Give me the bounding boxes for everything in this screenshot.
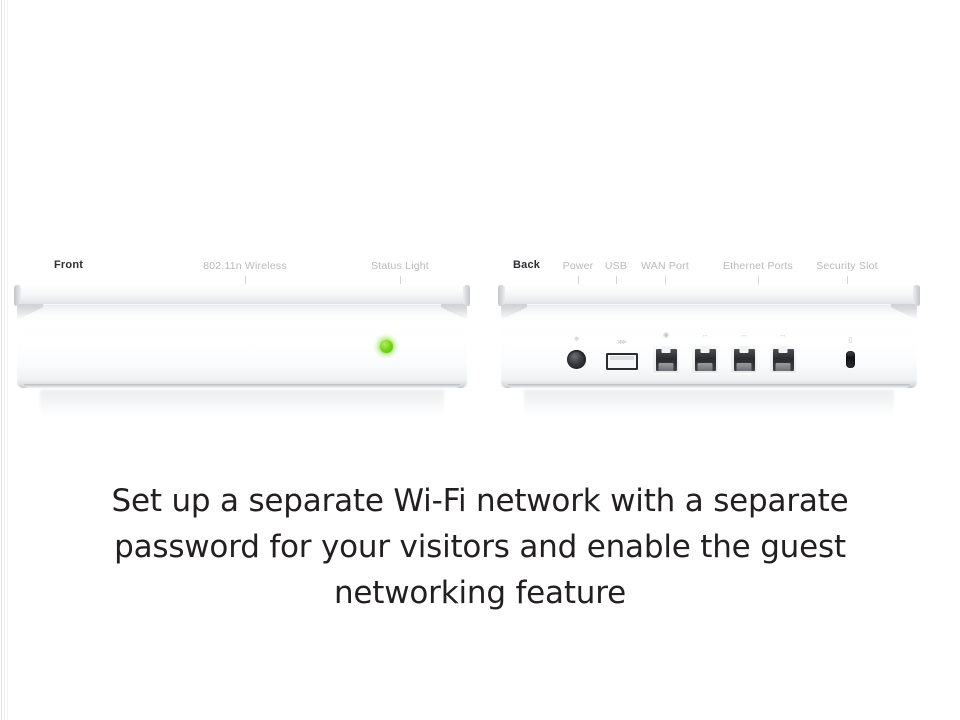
callout-label-power: Power xyxy=(562,260,594,272)
caption-text-block: Set up a separate Wi-Fi network with a s… xyxy=(0,478,960,616)
router-front-bottom-lip xyxy=(24,384,460,388)
rj45-notch xyxy=(661,346,671,353)
rj45-socket-lan1 xyxy=(692,346,718,373)
caption-line-3: networking feature xyxy=(333,575,626,611)
usb-port: ⋙ xyxy=(606,339,638,370)
front-panel-title: Front xyxy=(54,259,84,271)
router-front-top-cap xyxy=(14,284,470,306)
rj45-tab xyxy=(775,363,791,371)
back-panel-title: Back xyxy=(513,259,541,271)
rj45-socket-lan2 xyxy=(731,346,757,373)
rj45-socket-wan xyxy=(653,346,679,373)
rj45-socket-lan3 xyxy=(770,346,796,373)
cap-ear-left xyxy=(14,285,21,306)
face-bevel-left-back xyxy=(501,304,527,320)
callout-label-security-slot: Security Slot xyxy=(816,260,878,272)
router-back-reflection xyxy=(524,390,894,420)
left-edge-rule-2 xyxy=(4,0,5,720)
callout-label-status-light: Status Light xyxy=(371,260,429,272)
callout-label-wan-port: WAN Port xyxy=(641,260,689,272)
usb-socket xyxy=(606,353,638,370)
router-diagram: Front 802.11n Wireless Status Light xyxy=(14,259,920,420)
power-icon: ⎈ xyxy=(573,336,580,343)
cap-ear-right-back xyxy=(913,285,920,306)
left-edge-rule-3 xyxy=(7,0,8,720)
left-edge-rule xyxy=(1,0,2,720)
rj45-notch xyxy=(700,346,710,353)
face-bevel-left xyxy=(17,304,43,320)
power-jack xyxy=(567,350,586,369)
cap-ear-left-back xyxy=(498,285,505,306)
ethernet-port-2: ↔ xyxy=(731,332,757,373)
caption-line-2: password for your visitors and enable th… xyxy=(114,529,846,565)
callout-label-ethernet-ports: Ethernet Ports xyxy=(723,260,793,272)
router-back-bottom-lip xyxy=(508,384,910,388)
ethernet-icon: ↔ xyxy=(701,332,709,339)
rj45-notch xyxy=(739,346,749,353)
globe-icon: ◉ xyxy=(662,332,670,339)
router-back-face: ⎈ ⋙ ◉ xyxy=(501,304,917,388)
security-slot-port: ▯ xyxy=(846,337,855,368)
wan-port: ◉ xyxy=(653,332,679,373)
ethernet-port-1: ↔ xyxy=(692,332,718,373)
status-light-dot xyxy=(379,339,393,353)
rj45-notch xyxy=(778,346,788,353)
callout-label-usb: USB xyxy=(604,260,628,272)
router-back-body: ⎈ ⋙ ◉ xyxy=(498,284,920,420)
rj45-tab xyxy=(697,363,713,371)
kensington-slot xyxy=(846,351,855,368)
ethernet-icon: ↔ xyxy=(779,332,787,339)
usb-icon: ⋙ xyxy=(617,339,627,346)
router-front-body xyxy=(14,284,470,420)
rj45-tab xyxy=(736,363,752,371)
router-front-reflection xyxy=(40,390,444,420)
callout-label-wireless: 802.11n Wireless xyxy=(203,260,287,272)
face-bevel-right xyxy=(441,304,467,320)
cap-ear-right xyxy=(463,285,470,306)
ethernet-icon: ↔ xyxy=(740,332,748,339)
status-light-led xyxy=(372,332,400,360)
ethernet-port-3: ↔ xyxy=(770,332,796,373)
lock-icon: ▯ xyxy=(848,337,853,344)
back-port-bank: ⎈ ⋙ ◉ xyxy=(501,324,917,388)
rj45-tab xyxy=(658,363,674,371)
power-jack-port: ⎈ xyxy=(567,336,586,369)
face-bevel-right-back xyxy=(891,304,917,320)
router-back-top-cap xyxy=(498,284,920,306)
caption-line-1: Set up a separate Wi-Fi network with a s… xyxy=(111,483,849,519)
